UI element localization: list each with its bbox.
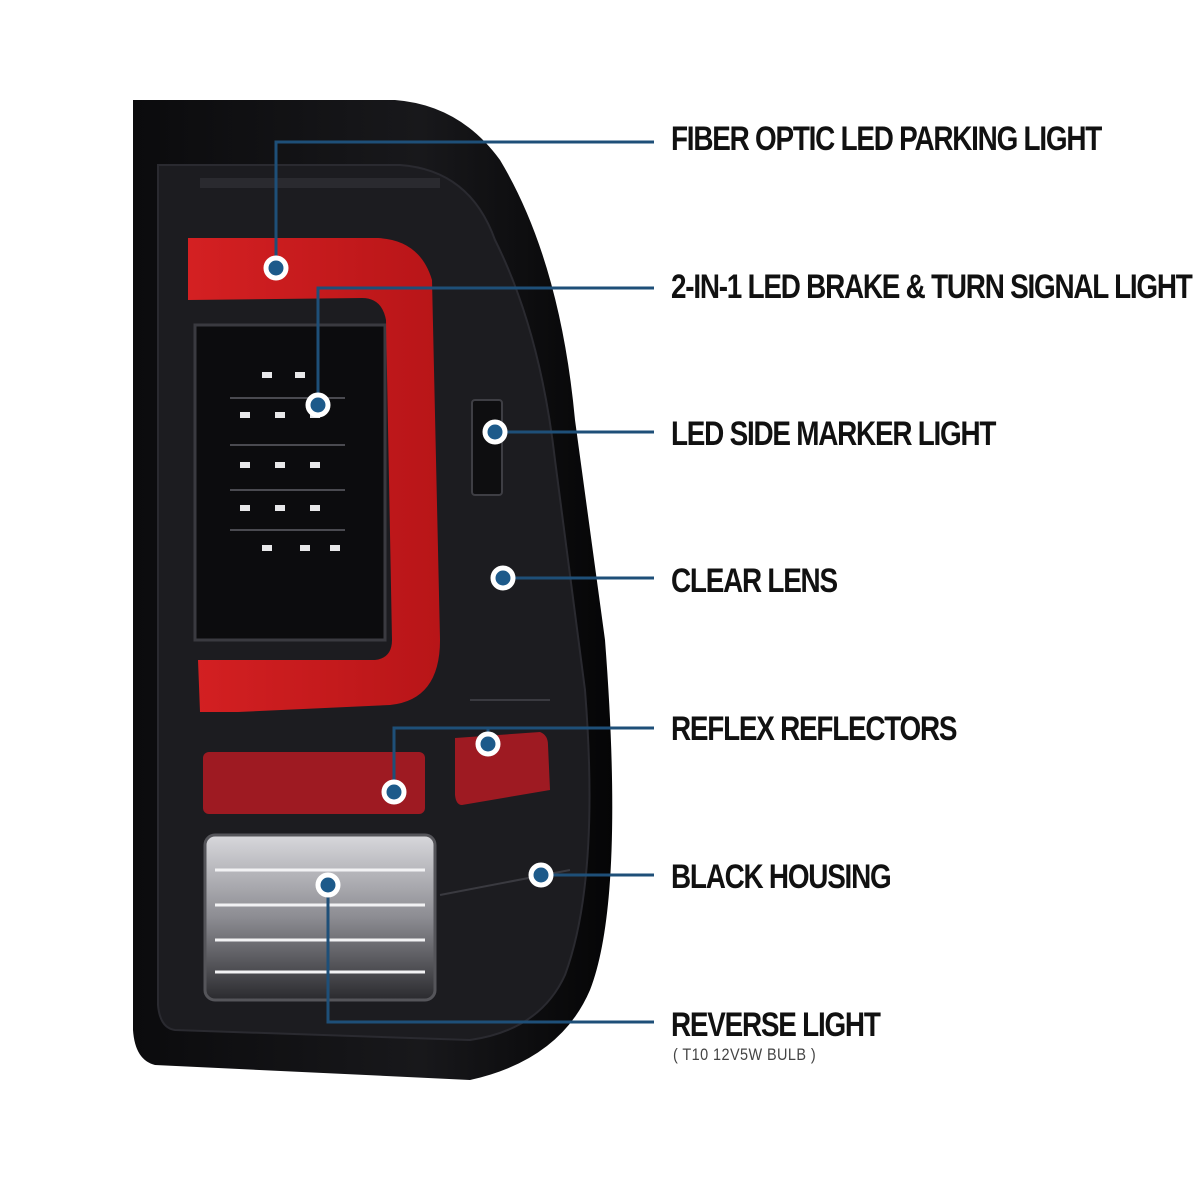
label-fiber-optic-led-parking-light: FIBER OPTIC LED PARKING LIGHT [671,120,1102,158]
marker-side-marker [482,419,508,445]
marker-clear-lens [490,565,516,591]
led-module [193,323,387,642]
callout-markers [263,255,554,898]
label-led-brake-turn-signal-light: 2-IN-1 LED BRAKE & TURN SIGNAL LIGHT [671,268,1193,306]
label-reverse-light-bulb: ( T10 12V5W BULB ) [673,1045,817,1064]
marker-parking [263,255,289,281]
label-clear-lens: CLEAR LENS [671,562,838,600]
top-trim [200,178,440,188]
marker-reflector-left [381,779,407,805]
marker-reverse [315,872,341,898]
fiber-optic-light-bar [188,238,440,712]
reverse-light-lens [203,833,437,1002]
marker-brake [305,392,331,418]
label-reflex-reflectors: REFLEX REFLECTORS [671,710,958,748]
marker-housing [528,862,554,888]
reflex-reflector-left [203,752,425,814]
label-reverse-light: REVERSE LIGHT [671,1006,881,1044]
label-led-side-marker-light: LED SIDE MARKER LIGHT [671,415,996,453]
side-marker-light [471,399,503,496]
marker-reflector-right [475,731,501,757]
label-black-housing: BLACK HOUSING [671,858,892,896]
leader-lines [274,140,654,1024]
reverse-light-ribs [215,868,425,974]
